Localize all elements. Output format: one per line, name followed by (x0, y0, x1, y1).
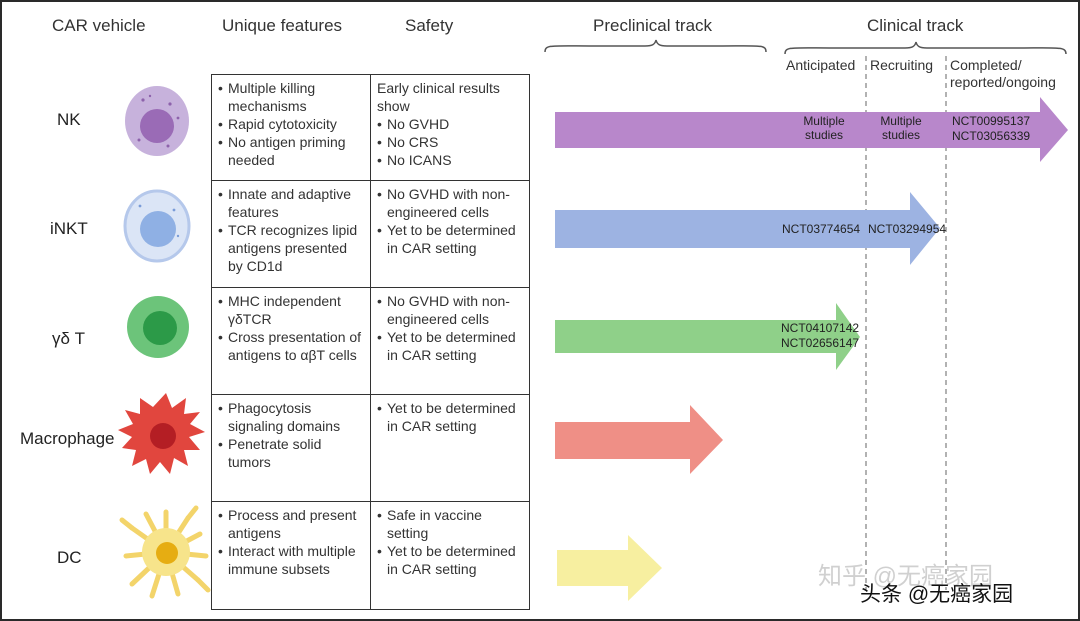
watermark-toutiao: 头条 @无癌家园 (860, 583, 1014, 606)
header-unique-features: Unique features (222, 16, 343, 35)
gd-features-cell: MHC independent γδTCR Cross presentation… (211, 287, 371, 395)
nk-safety-cell: Early clinical results show No GVHD No C… (370, 74, 530, 181)
dc-arrow (557, 535, 662, 601)
row-name-inkt: iNKT (50, 219, 88, 238)
header-clinical: Clinical track (867, 16, 964, 35)
safety-item: No GVHD with non-engineered cells (377, 292, 523, 328)
safety-item: No GVHD with non-engineered cells (377, 185, 523, 221)
macrophage-arrow (555, 405, 723, 474)
nk-arrow (555, 97, 1068, 162)
safety-intro: Early clinical results show (377, 80, 500, 114)
feature-item: Cross presentation of antigens to αβT ce… (218, 328, 364, 364)
safety-item: Yet to be determined in CAR setting (377, 542, 523, 578)
feature-item: Penetrate solid tumors (218, 435, 364, 471)
safety-item: No GVHD (377, 115, 523, 133)
safety-item: Safe in vaccine setting (377, 506, 523, 542)
feature-item: TCR recognizes lipid antigens presented … (218, 221, 364, 275)
row-name-gd-t: γδ T (52, 329, 86, 348)
inkt-cell-icon (123, 189, 191, 263)
feature-item: No antigen priming needed (218, 133, 364, 169)
safety-item: No CRS (377, 133, 523, 151)
row-name-nk: NK (57, 110, 81, 129)
phase-anticipated: Anticipated (786, 57, 856, 73)
dc-features-cell: Process and present antigens Interact wi… (211, 501, 371, 610)
nk-trial-id-2: NCT03056339 (952, 129, 1031, 143)
feature-item: Innate and adaptive features (218, 185, 364, 221)
macrophage-cell-icon (118, 393, 205, 474)
safety-item: Yet to be determined in CAR setting (377, 328, 523, 364)
feature-item: Multiple killing mechanisms (218, 79, 364, 115)
preclinical-brace (544, 39, 767, 53)
nk-features-cell: Multiple killing mechanisms Rapid cytoto… (211, 74, 371, 181)
gd-trial-id-1: NCT04107142 (781, 321, 860, 335)
inkt-features-cell: Innate and adaptive features TCR recogni… (211, 180, 371, 288)
gd-t-cell-icon (127, 296, 189, 358)
macrophage-features-cell: Phagocytosis signaling domains Penetrate… (211, 394, 371, 502)
gd-trial-id-2: NCT02656147 (781, 336, 860, 350)
inkt-arrow (555, 192, 940, 265)
nk-trial-id-1: NCT00995137 (952, 114, 1031, 128)
safety-item: Yet to be determined in CAR setting (377, 399, 523, 435)
row-name-dc: DC (57, 548, 82, 567)
phase-completed: Completed/ reported/ongoing (950, 57, 1056, 90)
gd-arrow (555, 303, 860, 370)
watermark-zhihu: 知乎 @无癌家园 (818, 563, 994, 590)
phase-recruiting: Recruiting (870, 57, 934, 73)
inkt-safety-cell: No GVHD with non-engineered cells Yet to… (370, 180, 530, 288)
macrophage-safety-cell: Yet to be determined in CAR setting (370, 394, 530, 502)
safety-item: No ICANS (377, 151, 523, 169)
feature-item: Phagocytosis signaling domains (218, 399, 364, 435)
feature-item: Interact with multiple immune subsets (218, 542, 364, 578)
dc-safety-cell: Safe in vaccine setting Yet to be determ… (370, 501, 530, 610)
header-car-vehicle: CAR vehicle (52, 16, 146, 35)
nk-anticipated-label: Multiple studies (803, 114, 845, 142)
clinical-brace (784, 41, 1067, 55)
inkt-trial-id-1: NCT03774654 (782, 222, 861, 236)
header-safety: Safety (405, 16, 454, 35)
inkt-trial-id-2: NCT03294954 (868, 222, 947, 236)
safety-item: Yet to be determined in CAR setting (377, 221, 523, 257)
feature-item: Process and present antigens (218, 506, 364, 542)
header-preclinical: Preclinical track (593, 16, 713, 35)
row-name-macrophage: Macrophage (20, 429, 115, 448)
feature-item: Rapid cytotoxicity (218, 115, 364, 133)
feature-item: MHC independent γδTCR (218, 292, 364, 328)
nk-recruiting-label: Multiple studies (880, 114, 922, 142)
gd-safety-cell: No GVHD with non-engineered cells Yet to… (370, 287, 530, 395)
nk-cell-icon (125, 86, 189, 156)
